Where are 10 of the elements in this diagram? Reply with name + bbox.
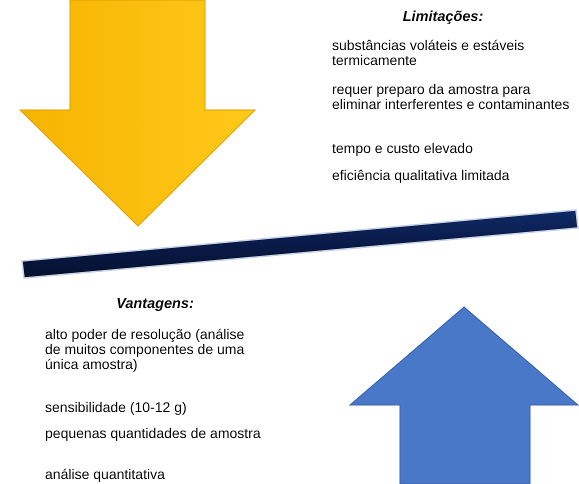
list-item: tempo e custo elevado — [332, 141, 474, 156]
list-item: substâncias voláteis e estáveis termicamente — [332, 38, 526, 68]
section-heading: Vantagens: — [115, 297, 195, 312]
list-item: pequenas quantidades de amostra — [45, 426, 262, 441]
section-heading: Limitações: — [402, 10, 484, 25]
list-item: análise quantitativa — [45, 467, 166, 482]
list-item: requer preparo da amostra para eliminar interferentes e contaminantes — [332, 82, 570, 112]
list-item: alto poder de resolução (análise de muitos componentes de uma única amostra) — [45, 327, 246, 372]
list-item: sensibilidade (10-12 g) — [45, 400, 188, 415]
list-item: eficiência qualitativa limitada — [332, 168, 510, 183]
